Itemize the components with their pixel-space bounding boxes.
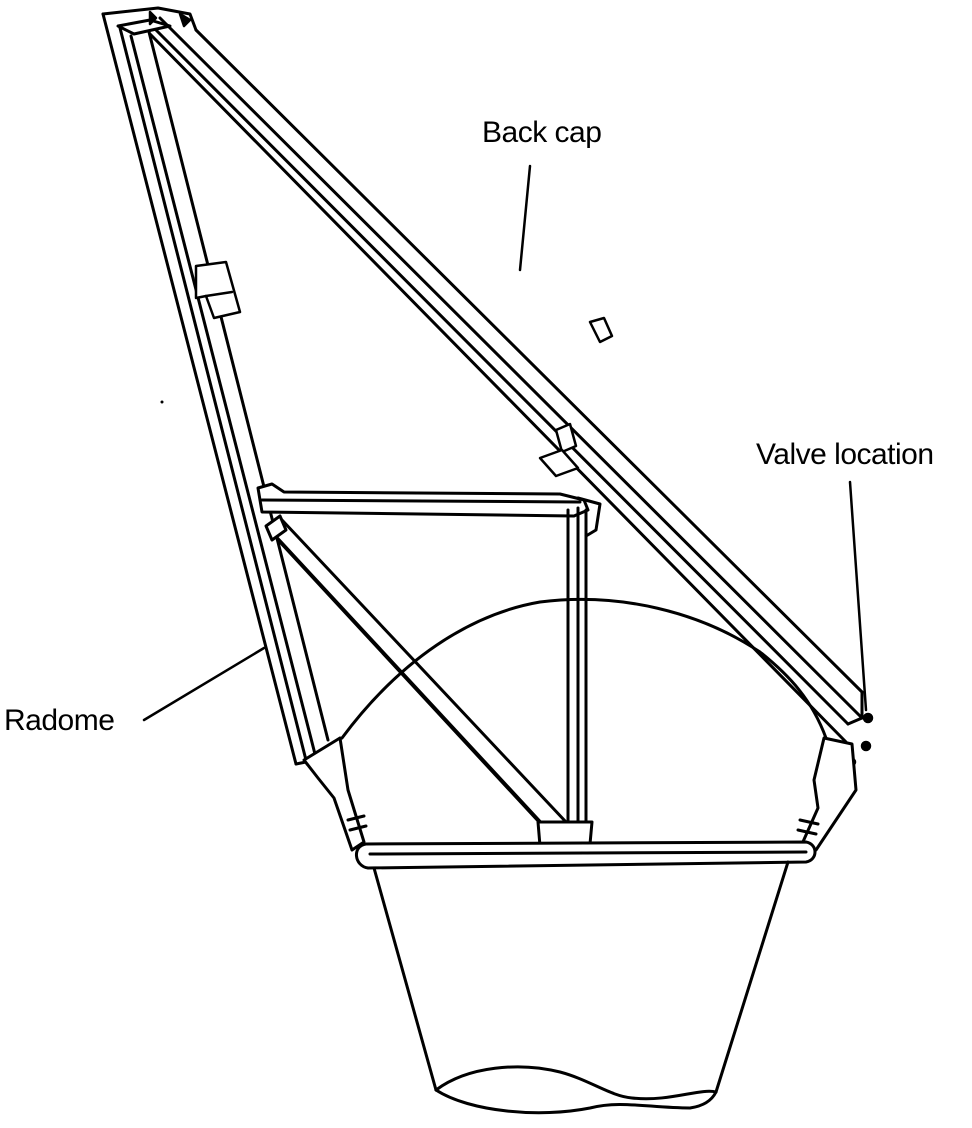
valve-location-label: Valve location	[756, 438, 934, 471]
radome-frame	[101, 6, 330, 766]
hardware-details	[148, 10, 874, 769]
diagonal-strut	[264, 514, 568, 838]
valve-location-leader	[848, 480, 868, 712]
stray-mark	[160, 400, 164, 404]
horizontal-strut	[256, 482, 602, 538]
dish-curve	[340, 597, 828, 740]
mounting-ring	[355, 840, 817, 870]
radome-label: Radome	[4, 704, 115, 737]
radome-leader	[142, 646, 266, 722]
leader-lines	[142, 164, 868, 722]
back-cap-label: Back cap	[482, 116, 602, 149]
back-cap-leader	[518, 164, 532, 272]
back-cap-panel	[148, 16, 864, 744]
side-brackets	[302, 736, 858, 852]
vertical-strut	[536, 506, 594, 848]
lower-housing	[372, 860, 790, 1115]
